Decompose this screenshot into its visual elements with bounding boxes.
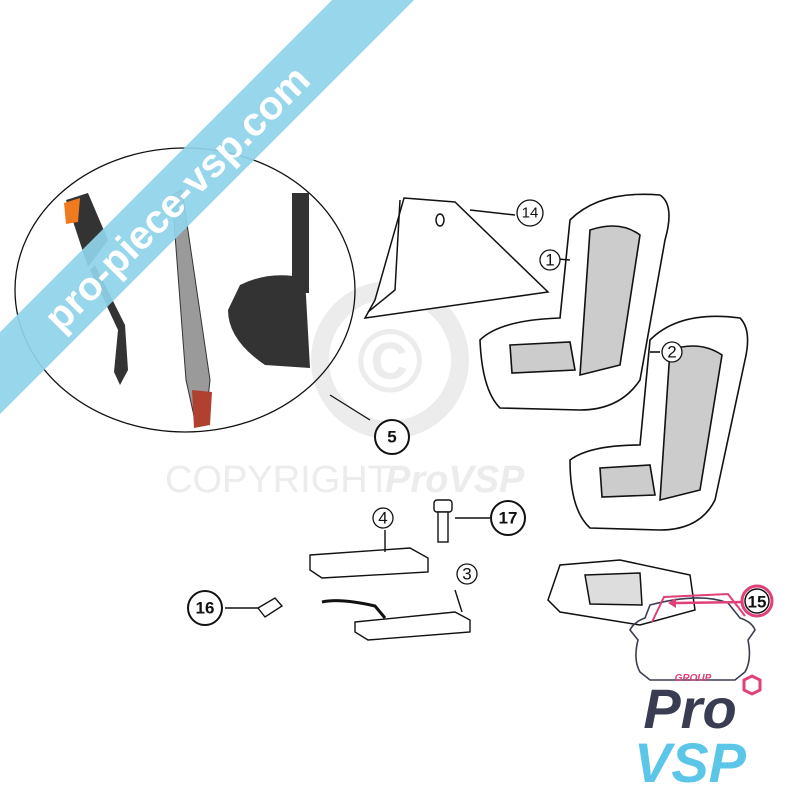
copyright-symbol: © — [357, 312, 423, 412]
copyright-watermark: © COPYRIGHT ProVSP — [165, 281, 525, 501]
rail-3 — [321, 589, 471, 641]
svg-text:3: 3 — [462, 565, 471, 584]
callout-4: 4 — [372, 507, 394, 529]
logo-vsp: VSP — [634, 731, 747, 794]
callout-3: 3 — [456, 563, 478, 585]
logo-group: GROUP — [675, 673, 712, 684]
svg-text:14: 14 — [522, 205, 539, 222]
trim-panel-14 — [363, 197, 550, 319]
svg-text:1: 1 — [545, 251, 554, 270]
clip-16 — [225, 597, 284, 618]
logo-pro: Pro — [643, 677, 736, 740]
seat-2 — [569, 315, 749, 531]
svg-text:5: 5 — [387, 428, 396, 447]
seatbelt-inset — [14, 147, 371, 433]
hex-nut-icon — [742, 674, 762, 696]
bolt-17 — [433, 499, 490, 543]
seat-1 — [479, 193, 670, 411]
arrow-icon — [668, 598, 676, 608]
copyright-label: COPYRIGHT — [165, 459, 391, 501]
svg-text:4: 4 — [378, 509, 387, 528]
svg-text:17: 17 — [499, 509, 518, 528]
callout-2: 2 — [661, 341, 683, 363]
svg-text:15: 15 — [748, 593, 767, 612]
console-15 — [547, 559, 696, 626]
buckle-orange-button — [64, 198, 80, 224]
svg-text:16: 16 — [196, 599, 215, 618]
svg-text:2: 2 — [667, 343, 676, 362]
callout-16: 16 — [187, 590, 223, 626]
rail-4 — [309, 530, 429, 579]
provsp-logo: 15 GROUP Pro VSP — [629, 584, 774, 794]
callout-14: 14 — [516, 199, 544, 227]
callout-15: 15 — [740, 584, 774, 618]
callout-17: 17 — [490, 500, 526, 536]
callout-1: 1 — [539, 249, 561, 271]
callout-5: 5 — [374, 419, 410, 455]
copyright-brand: ProVSP — [385, 459, 525, 501]
